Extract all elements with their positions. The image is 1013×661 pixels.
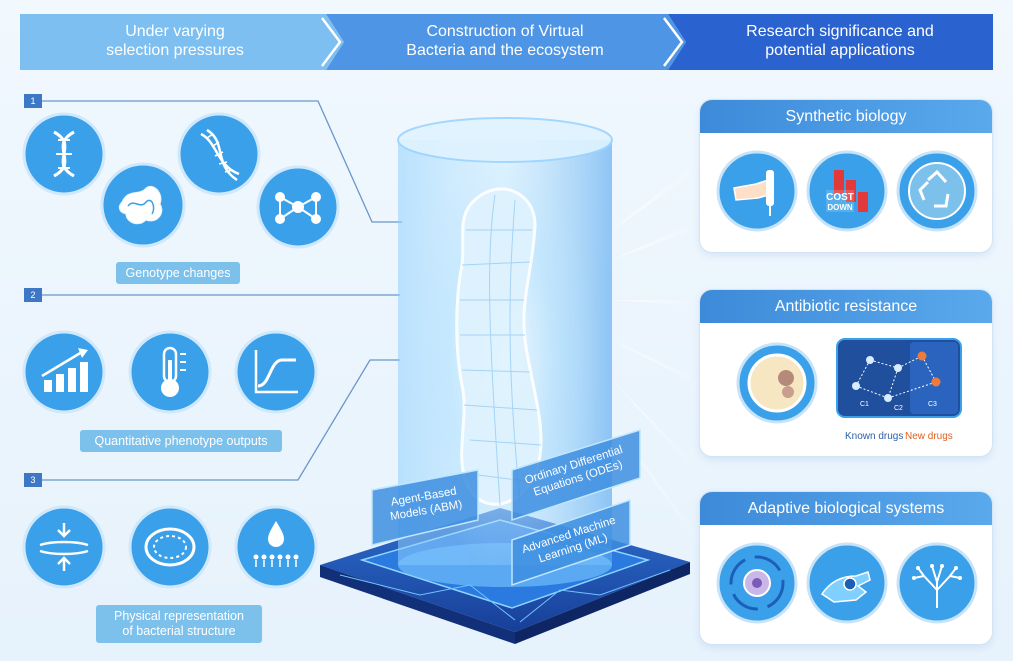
double-helix-icon	[177, 112, 261, 196]
protein-structure-icon	[100, 162, 186, 248]
thermometer-icon	[128, 330, 212, 414]
node-label-c1: C1	[860, 401, 869, 408]
cell-cycle-icon	[716, 542, 798, 624]
section-2-number: 2	[24, 288, 42, 302]
sigmoid-curve-icon	[234, 330, 318, 414]
new-drugs-legend: New drugs	[905, 431, 953, 442]
dna-helix-icon	[22, 112, 106, 196]
branching-tree-icon	[896, 542, 978, 624]
cost-text: COST	[826, 192, 854, 203]
section-1-number: 1	[24, 94, 42, 108]
banner-step-3-text: Research significance and potential appl…	[746, 23, 934, 59]
molecule-network-icon	[256, 165, 340, 249]
lipid-bilayer-icon	[234, 505, 318, 589]
adaptive-systems-title: Adaptive biological systems	[700, 492, 992, 525]
node-label-c3: C3	[928, 401, 937, 408]
cell-envelope-icon	[128, 505, 212, 589]
banner	[20, 14, 993, 70]
banner-step-3-arrow	[668, 14, 993, 70]
section-3-number: 3	[24, 473, 42, 487]
antibiotic-resistance-card: Antibiotic resistance C1 C2 C3 Known dru…	[700, 290, 992, 456]
hand-chip-icon	[806, 542, 888, 624]
petri-dish-icon	[736, 342, 818, 424]
genotype-changes-label: Genotype changes	[116, 262, 240, 284]
banner-step-1-arrow	[20, 14, 344, 70]
node-label-c2: C2	[894, 405, 903, 412]
physical-representation-label: Physical representation of bacterial str…	[96, 605, 262, 643]
growth-bar-chart-icon	[22, 330, 106, 414]
membrane-compression-icon	[22, 505, 106, 589]
banner-divider-1	[321, 17, 342, 67]
phenotype-outputs-label: Quantitative phenotype outputs	[80, 430, 282, 452]
banner-step-2-text: Construction of Virtual Bacteria and the…	[406, 23, 604, 59]
synthetic-biology-title: Synthetic biology	[700, 100, 992, 133]
banner-step-2-arrow	[326, 14, 686, 70]
adaptive-systems-card: Adaptive biological systems	[700, 492, 992, 644]
known-drugs-legend: Known drugs	[845, 431, 904, 442]
banner-divider-2	[663, 17, 684, 67]
down-text: DOWN	[827, 203, 853, 212]
banner-step-1-text: Under varying selection pressures	[106, 23, 244, 59]
synthetic-biology-card: Synthetic biology COST DOWN	[700, 100, 992, 252]
light-rays	[612, 160, 700, 548]
antibiotic-resistance-title: Antibiotic resistance	[700, 290, 992, 323]
left-connectors	[38, 100, 402, 481]
pipette-hand-icon	[716, 150, 798, 232]
cost-down-icon: COST DOWN	[806, 150, 888, 232]
drug-network-icon: C1 C2 C3	[836, 338, 962, 418]
recycle-icon	[896, 150, 978, 232]
